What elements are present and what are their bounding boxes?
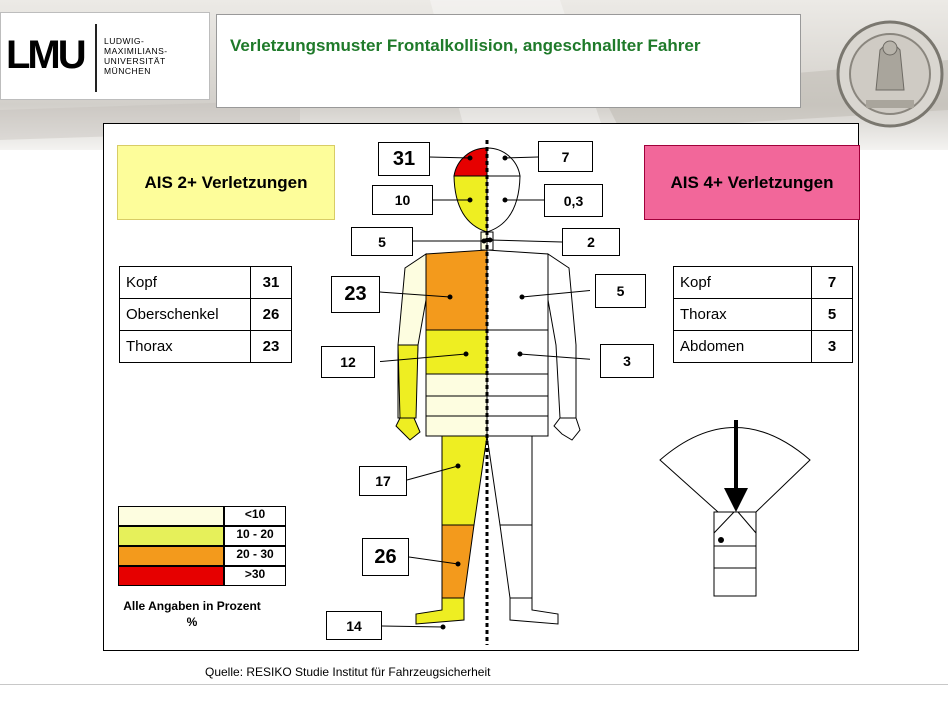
university-seal-icon	[836, 14, 944, 132]
legend-label-lt10: <10	[224, 506, 286, 526]
legend-label-20-30: 20 - 30	[224, 546, 286, 566]
label-abdomen-ais2: 12	[321, 346, 375, 378]
value-cell: 23	[251, 331, 292, 363]
value-cell: 3	[812, 331, 853, 363]
label-neck-ais2: 5	[351, 227, 413, 256]
label-abdomen-ais4: 3	[600, 344, 654, 378]
page-title: Verletzungsmuster Frontalkollision, ange…	[230, 34, 790, 58]
color-legend: <10 10 - 20 20 - 30 >30	[118, 506, 286, 586]
legend-swatch-gt30	[118, 566, 224, 586]
label-neck-ais4: 2	[562, 228, 620, 256]
label-face-ais2: 10	[372, 185, 433, 215]
ais4-heading: AIS 4+ Verletzungen	[644, 145, 860, 220]
legend-row: 10 - 20	[118, 526, 286, 546]
legend-swatch-10-20	[118, 526, 224, 546]
region-cell: Thorax	[120, 331, 251, 363]
impact-direction-icon	[650, 410, 830, 605]
title-panel	[216, 14, 801, 108]
value-cell: 7	[812, 267, 853, 299]
region-cell: Thorax	[674, 299, 812, 331]
region-cell: Kopf	[674, 267, 812, 299]
legend-note: Alle Angaben in Prozent %	[118, 598, 266, 630]
legend-swatch-lt10	[118, 506, 224, 526]
legend-label-gt30: >30	[224, 566, 286, 586]
value-cell: 5	[812, 299, 853, 331]
source-note: Quelle: RESIKO Studie Institut für Fahrz…	[205, 665, 490, 679]
legend-label-10-20: 10 - 20	[224, 526, 286, 546]
region-cell: Kopf	[120, 267, 251, 299]
label-foot-ais2: 14	[326, 611, 382, 640]
lmu-logo: LMU	[6, 33, 84, 78]
footer-divider	[0, 684, 948, 685]
value-cell: 26	[251, 299, 292, 331]
label-face-ais4: 0,3	[544, 184, 603, 217]
label-arm-ais2: 23	[331, 276, 380, 313]
label-thorax-ais4: 5	[595, 274, 646, 308]
ais2-heading: AIS 2+ Verletzungen	[117, 145, 335, 220]
legend-row: 20 - 30	[118, 546, 286, 566]
legend-row: <10	[118, 506, 286, 526]
value-cell: 31	[251, 267, 292, 299]
logo-divider	[95, 24, 97, 92]
university-name: LUDWIG- MAXIMILIANS- UNIVERSITÄT MÜNCHEN	[104, 36, 168, 76]
label-head-top-ais4: 7	[538, 141, 593, 172]
label-thigh-ais2: 26	[362, 538, 409, 576]
label-lower-leg-ais2: 17	[359, 466, 407, 496]
legend-row: >30	[118, 566, 286, 586]
label-head-top-ais2: 31	[378, 142, 430, 176]
legend-swatch-20-30	[118, 546, 224, 566]
region-cell: Oberschenkel	[120, 299, 251, 331]
region-cell: Abdomen	[674, 331, 812, 363]
